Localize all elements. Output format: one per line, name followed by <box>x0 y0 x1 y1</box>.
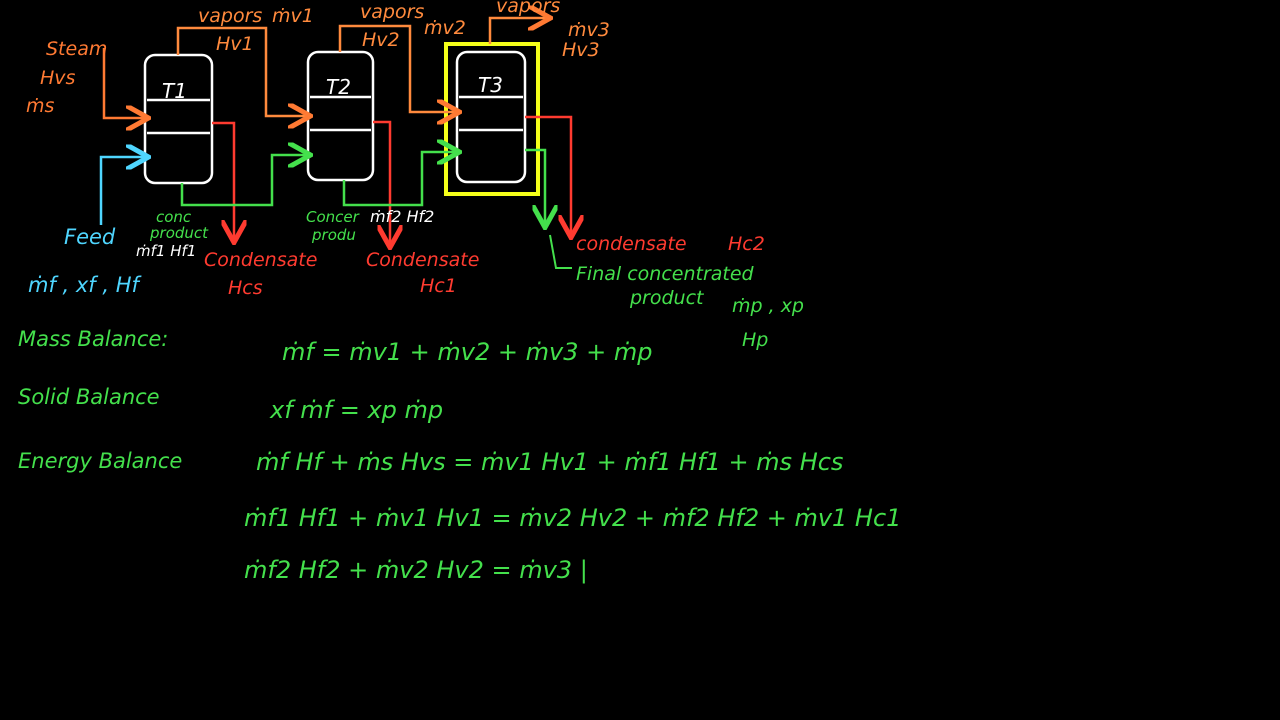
energy-balance-equation-1: ṁf Hf + ṁs Hvs = ṁv1 Hv1 + ṁf1 Hf1 + ṁs … <box>256 448 843 476</box>
vapor-1-enthalpy: Hv1 <box>216 33 254 55</box>
vapor-3-label: vapors <box>496 0 560 17</box>
steam-enthalpy: Hvs <box>40 67 76 89</box>
vapor-2-flow: ṁv2 <box>424 17 466 39</box>
tank-3 <box>455 50 527 184</box>
conc-product-2-line2: produ <box>311 226 356 244</box>
condensate-2-line <box>373 120 390 245</box>
vapor-3-flow: ṁv3 <box>568 19 610 41</box>
final-product-leader <box>549 234 572 269</box>
condensate-3-enthalpy: Hc2 <box>728 233 765 255</box>
final-product-props: ṁp , xp <box>732 295 804 317</box>
condensate-3-line <box>525 115 571 235</box>
vapor-1-flow: ṁv1 <box>272 5 314 27</box>
final-product-line <box>525 148 545 225</box>
conc-product-2-line1: Concer <box>306 208 360 226</box>
feed-arrow <box>99 157 146 225</box>
steam-label: Steam <box>46 38 107 60</box>
condensate-3-label: condensate <box>576 233 687 255</box>
vapor-2-enthalpy: Hv2 <box>362 29 400 51</box>
feed-props: ṁf , xf , Hf <box>28 273 143 297</box>
mass-balance-label: Mass Balance: <box>18 327 168 351</box>
solid-balance-label: Solid Balance <box>18 385 160 409</box>
energy-balance-equation-2: ṁf1 Hf1 + ṁv1 Hv1 = ṁv2 Hv2 + ṁf2 Hf2 + … <box>244 504 901 532</box>
tank-3-label: T3 <box>478 73 503 97</box>
tank-2 <box>306 50 375 182</box>
condensate-2-enthalpy: Hc1 <box>420 275 457 297</box>
energy-balance-label: Energy Balance <box>18 449 182 473</box>
steam-arrow <box>102 48 146 118</box>
vapor-2-line <box>338 24 457 112</box>
feed-label: Feed <box>64 225 116 249</box>
tank-1-label: T1 <box>162 79 187 103</box>
vapor-2-label: vapors <box>360 1 424 23</box>
final-product-line1: Final concentrated <box>576 263 755 285</box>
product-2-line <box>342 152 457 207</box>
energy-balance-equation-3: ṁf2 Hf2 + ṁv2 Hv2 = ṁv3 | <box>244 556 588 584</box>
conc-product-2-props: ṁf2 Hf2 <box>370 207 434 226</box>
vapor-1-label: vapors <box>198 5 262 27</box>
vapor-3-enthalpy: Hv3 <box>562 39 600 61</box>
tank-2-label: T2 <box>326 75 351 99</box>
solid-balance-equation: xf ṁf = xp ṁp <box>269 396 443 424</box>
steam-flow: ṁs <box>26 95 55 117</box>
condensate-2-label: Condensate <box>366 249 479 271</box>
mass-balance-equation: ṁf = ṁv1 + ṁv2 + ṁv3 + ṁp <box>282 338 652 366</box>
tank-1 <box>143 53 214 185</box>
conc-product-1-line2: product <box>149 224 209 242</box>
vapor-3-line <box>488 18 548 44</box>
final-product-line2: product <box>629 287 705 309</box>
conc-product-1-line1: conc <box>156 208 192 226</box>
condensate-1-label: Condensate <box>204 249 317 271</box>
final-product-enthalpy: Hp <box>742 329 768 351</box>
condensate-1-enthalpy: Hcs <box>228 277 263 299</box>
product-1-line <box>180 155 308 207</box>
condensate-1-line <box>212 121 234 240</box>
vapor-1-line <box>176 26 308 116</box>
conc-product-1-props: ṁf1 Hf1 <box>136 242 196 260</box>
